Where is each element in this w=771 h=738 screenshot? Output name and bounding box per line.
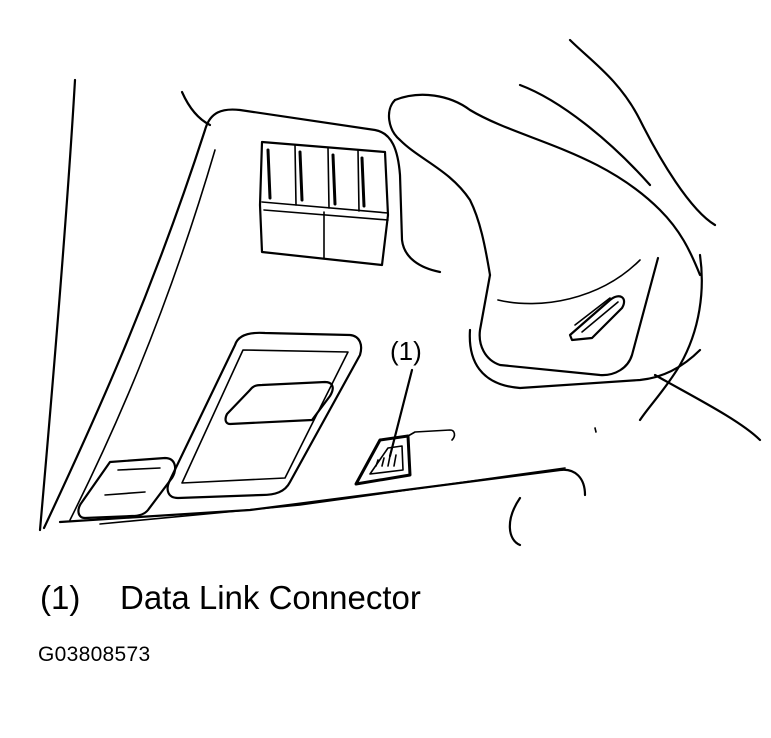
column-lower-cover-inner [497,259,641,305]
column-notch [568,295,626,342]
cover-outline [166,331,363,500]
left-frame-line [38,78,77,532]
switch-bank-outline [258,140,390,267]
panel-bottom-edge [58,468,587,524]
data-link-connector [354,429,456,486]
switch-bank-hatch [266,148,366,208]
small-mark [594,427,597,433]
upper-left-curve [180,90,212,127]
hood-release-lever [77,456,177,520]
dash-panel-outline [42,108,442,530]
steering-column-arc [387,98,492,277]
connector-surround [407,429,456,441]
cover-handle [224,380,334,426]
upper-right-curve [568,38,717,227]
steering-column-right [518,83,652,187]
legend-number: (1) [40,579,81,616]
callout-number: (1) [390,336,422,366]
connector-pins [375,454,397,467]
column-notch-detail [574,297,619,333]
cover-inner-outline [181,349,349,484]
callout-leader-line [388,368,414,458]
switch-bank-v1 [294,144,297,206]
legend: (1) Data Link Connector [40,578,421,618]
panel-bottom-lip [99,467,566,525]
switch-bank-divider-h2 [263,209,389,221]
legend-label: Data Link Connector [120,579,421,616]
column-lower-cover [478,256,660,377]
connector-housing [354,434,412,486]
dash-panel-inner-edge [69,149,216,521]
hood-release-lever-detail [104,467,161,496]
knee-panel-right [653,373,762,442]
steering-column-top [393,93,702,277]
right-lower-curve [638,253,703,422]
figure-id: G03808573 [38,643,151,666]
switch-bank-v3 [357,149,360,212]
knee-bolster-curve [508,496,522,547]
switch-bank-v2 [327,147,330,209]
switch-bank-divider-h [261,201,389,214]
